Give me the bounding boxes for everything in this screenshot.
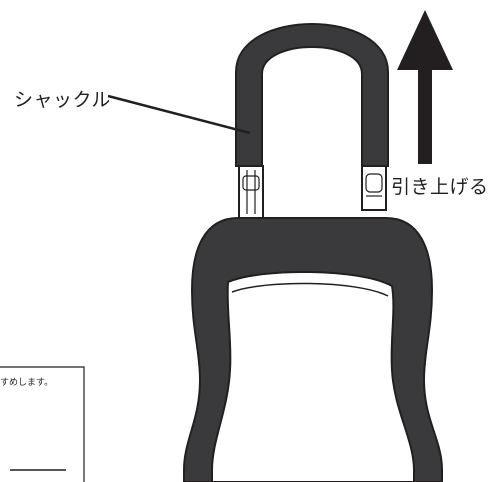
note-panel-text: すめします。 [0,378,54,388]
lock-body-highlight [231,282,389,297]
shackle-label: シャックル [14,89,111,111]
pull-up-label: 引き上げる [391,176,489,198]
shackle-leader-line [107,94,251,135]
lock-body-panel [211,271,415,482]
shackle [235,23,389,167]
shackle-left-post [238,165,264,219]
shackle-right-post [361,165,387,211]
arrow-up-icon [397,10,453,164]
note-panel [0,366,85,482]
